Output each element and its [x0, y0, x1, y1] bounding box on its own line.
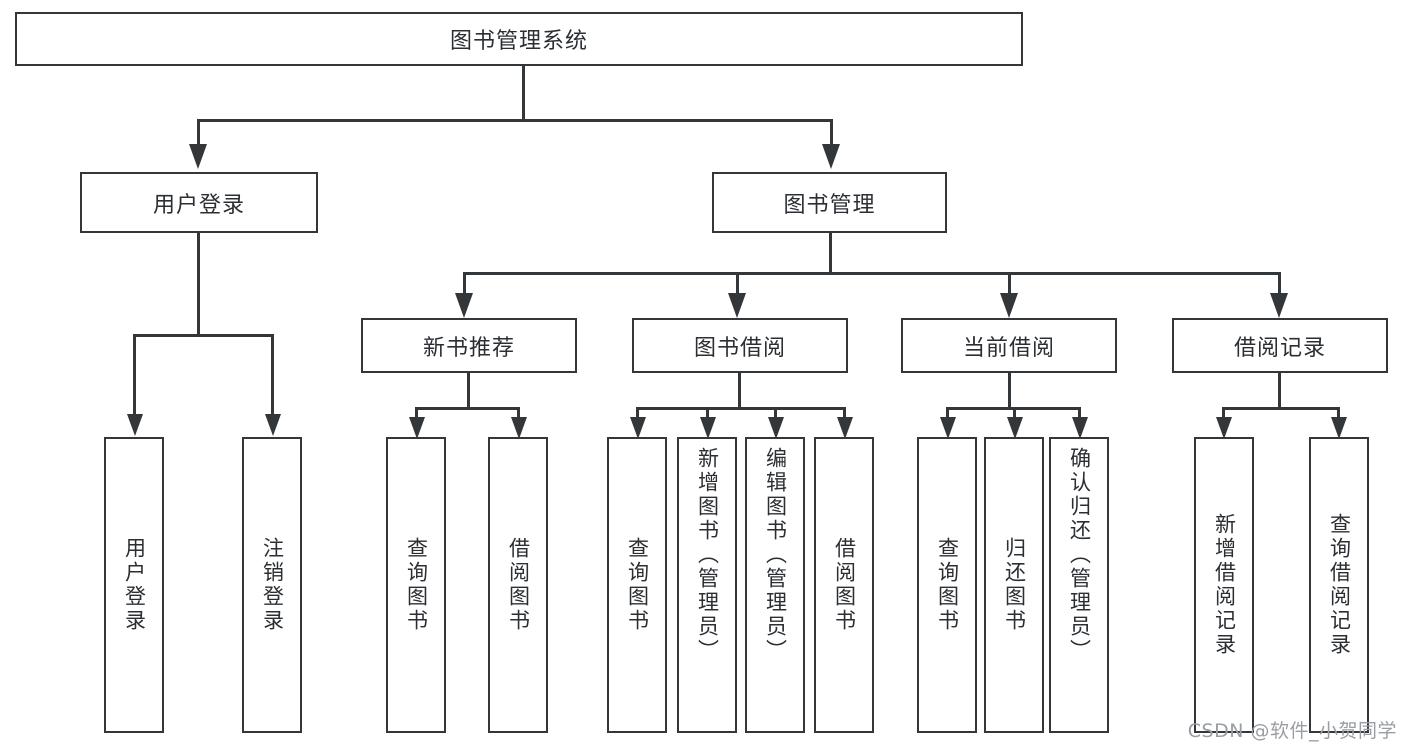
leaf-bb-edit-book[interactable]: 编辑图书（管理员）	[745, 437, 805, 733]
connector-drop-new-book	[463, 272, 466, 295]
connector-drop-cb-confirm	[1078, 407, 1081, 419]
leaf-label: 新增借阅记录	[1212, 513, 1237, 657]
connector-drop-nb-borrow	[517, 407, 520, 419]
node-book-management[interactable]: 图书管理	[712, 172, 947, 233]
leaf-label: 查询图书	[625, 537, 650, 633]
node-label: 借阅记录	[1233, 335, 1326, 361]
leaf-cb-return-book[interactable]: 归还图书	[984, 437, 1044, 733]
arrowhead-new-book	[455, 293, 473, 318]
connector-drop-book-borrow	[736, 272, 739, 295]
leaf-label: 查询图书	[404, 537, 429, 633]
arrowhead-current-borrow	[1000, 293, 1018, 318]
connector-drop-br-query	[1337, 407, 1340, 419]
connector-borrow-record-bar	[1222, 407, 1340, 410]
node-current-borrow[interactable]: 当前借阅	[901, 318, 1117, 373]
connector-book-borrow-bar	[636, 407, 845, 410]
connector-borrow-record-stem	[1278, 373, 1281, 409]
connector-user-login-stem	[197, 233, 200, 336]
connector-book-manage-stem	[829, 233, 832, 274]
node-label: 当前借阅	[962, 335, 1055, 361]
connector-drop-cb-query	[946, 407, 949, 419]
leaf-cb-confirm-return[interactable]: 确认归还（管理员）	[1049, 437, 1109, 733]
connector-book-borrow-stem	[738, 373, 741, 409]
leaf-bb-add-book[interactable]: 新增图书（管理员）	[677, 437, 737, 733]
connector-current-borrow-stem	[1008, 373, 1011, 409]
leaf-label: 查询借阅记录	[1327, 513, 1352, 657]
node-root-system[interactable]: 图书管理系统	[15, 12, 1023, 66]
arrowhead-cb-return	[1007, 417, 1023, 439]
leaf-label: 借阅图书	[832, 537, 857, 633]
arrowhead-br-query	[1331, 417, 1347, 439]
arrowhead-user-login	[189, 144, 207, 169]
connector-drop-br-add	[1222, 407, 1225, 419]
leaf-nb-borrow-book[interactable]: 借阅图书	[488, 437, 548, 733]
csdn-watermark: CSDN @软件_小贺同学	[1187, 720, 1397, 742]
arrowhead-nb-query	[409, 417, 425, 439]
leaf-bb-query-book[interactable]: 查询图书	[607, 437, 667, 733]
connector-new-book-bar	[415, 407, 520, 410]
connector-drop-book-manage	[830, 119, 833, 146]
connector-level2-bar	[463, 272, 1281, 275]
arrowhead-br-add	[1216, 417, 1232, 439]
arrowhead-leaf-user-login	[127, 414, 143, 436]
node-label: 图书管理系统	[449, 29, 588, 54]
leaf-label: 用户登录	[122, 537, 147, 633]
connector-level1-bar	[197, 119, 833, 122]
arrowhead-book-borrow	[728, 293, 746, 318]
arrowhead-borrow-record	[1270, 293, 1288, 318]
node-label: 图书借阅	[693, 335, 786, 361]
connector-drop-leaf-user-login	[133, 334, 136, 416]
arrowhead-bb-edit	[768, 417, 784, 439]
leaf-bb-borrow-book[interactable]: 借阅图书	[814, 437, 874, 733]
connector-drop-borrow-record	[1278, 272, 1281, 295]
connector-drop-nb-query	[415, 407, 418, 419]
arrowhead-nb-borrow	[511, 417, 527, 439]
arrowhead-bb-add	[700, 417, 716, 439]
connector-drop-current-borrow	[1008, 272, 1011, 295]
node-label: 图书管理	[783, 192, 876, 218]
connector-drop-leaf-logout	[271, 334, 274, 416]
connector-drop-bb-add	[706, 407, 709, 419]
node-label: 用户登录	[152, 192, 245, 218]
connector-drop-bb-borrow	[843, 407, 846, 419]
connector-drop-user-login	[197, 119, 200, 146]
leaf-user-login[interactable]: 用户登录	[104, 437, 164, 733]
arrowhead-cb-query	[940, 417, 956, 439]
leaf-br-add-record[interactable]: 新增借阅记录	[1194, 437, 1254, 733]
connector-drop-bb-edit	[774, 407, 777, 419]
leaf-label: 借阅图书	[506, 537, 531, 633]
leaf-label: 注销登录	[260, 537, 285, 633]
arrowhead-bb-borrow	[837, 417, 853, 439]
node-new-book-recommend[interactable]: 新书推荐	[361, 318, 577, 373]
arrowhead-book-manage	[822, 144, 840, 169]
leaf-label: 归还图书	[1002, 537, 1027, 633]
leaf-cb-query-book[interactable]: 查询图书	[917, 437, 977, 733]
connector-drop-cb-return	[1013, 407, 1016, 419]
connector-user-login-bar	[133, 334, 273, 337]
connector-new-book-stem	[467, 373, 470, 409]
node-borrow-record[interactable]: 借阅记录	[1172, 318, 1388, 373]
node-label: 新书推荐	[422, 335, 515, 361]
leaf-logout[interactable]: 注销登录	[242, 437, 302, 733]
node-user-login[interactable]: 用户登录	[80, 172, 318, 233]
arrowhead-bb-query	[630, 417, 646, 439]
leaf-label: 确认归还（管理员）	[1067, 447, 1092, 663]
connector-root-stem	[522, 66, 525, 121]
leaf-label: 编辑图书（管理员）	[763, 447, 788, 663]
arrowhead-leaf-logout	[265, 414, 281, 436]
leaf-label: 新增图书（管理员）	[695, 447, 720, 663]
leaf-br-query-record[interactable]: 查询借阅记录	[1309, 437, 1369, 733]
node-book-borrow[interactable]: 图书借阅	[632, 318, 848, 373]
leaf-nb-query-book[interactable]: 查询图书	[386, 437, 446, 733]
arrowhead-cb-confirm	[1072, 417, 1088, 439]
leaf-label: 查询图书	[935, 537, 960, 633]
connector-drop-bb-query	[636, 407, 639, 419]
